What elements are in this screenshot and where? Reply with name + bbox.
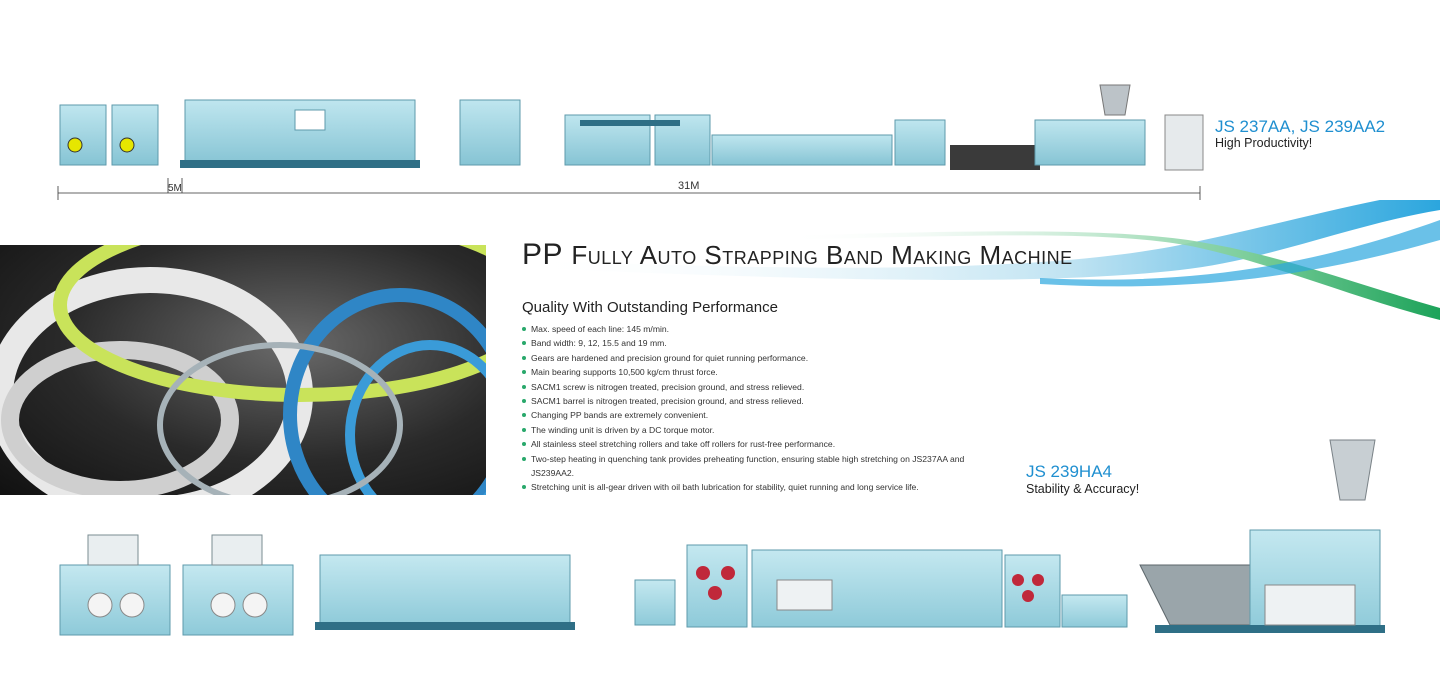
feature-item: Band width: 9, 12, 15.5 and 19 mm.	[522, 336, 972, 350]
features-heading: Quality With Outstanding Performance	[522, 299, 778, 316]
feature-item: Stretching unit is all-gear driven with …	[522, 480, 972, 494]
feature-item: SACM1 screw is nitrogen treated, precisi…	[522, 380, 972, 394]
swoosh-decoration	[520, 200, 1440, 320]
feature-item: Gears are hardened and precision ground …	[522, 351, 972, 365]
feature-item: Two-step heating in quenching tank provi…	[522, 452, 972, 481]
strapping-bands-drawing	[0, 245, 486, 495]
dimension-label-small: 5M	[168, 183, 182, 194]
feature-item: The winding unit is driven by a DC torqu…	[522, 423, 972, 437]
bottom-tagline: Stability & Accuracy!	[1026, 482, 1140, 496]
feature-item: Main bearing supports 10,500 kg/cm thrus…	[522, 365, 972, 379]
title-large: PP	[522, 238, 563, 271]
feature-item: All stainless steel stretching rollers a…	[522, 437, 972, 451]
bottom-model-label: JS 239HA4	[1026, 462, 1112, 481]
top-production-line-illustration	[57, 84, 1204, 200]
feature-item: Changing PP bands are extremely convenie…	[522, 408, 972, 422]
features-list: Max. speed of each line: 145 m/min. Band…	[522, 322, 972, 495]
dimension-label-large: 31M	[678, 180, 700, 192]
strapping-bands-photo	[0, 245, 486, 495]
title-small-caps: Fully Auto Strapping Band Making Machine	[571, 240, 1073, 270]
feature-item: SACM1 barrel is nitrogen treated, precis…	[522, 394, 972, 408]
top-model-label: JS 237AA, JS 239AA2	[1215, 117, 1386, 136]
page-title: PP Fully Auto Strapping Band Making Mach…	[522, 238, 1073, 272]
feature-item: Max. speed of each line: 145 m/min.	[522, 322, 972, 336]
top-tagline: High Productivity!	[1215, 136, 1313, 150]
bottom-production-line-illustration	[59, 439, 1385, 636]
